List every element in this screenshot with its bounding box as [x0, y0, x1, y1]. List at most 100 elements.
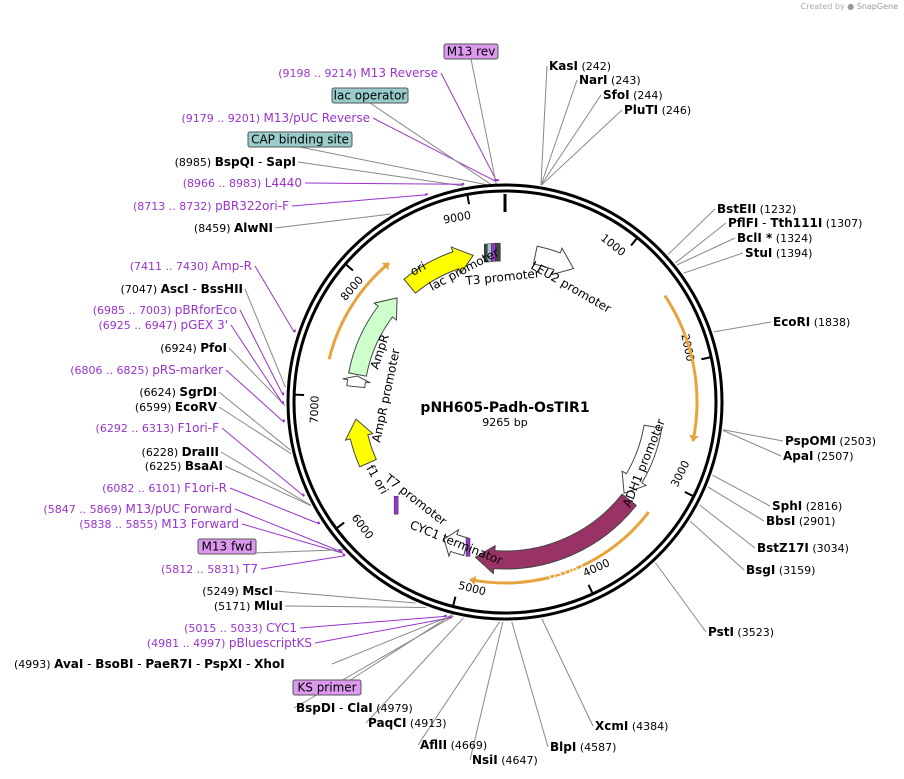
- leader-line: [254, 265, 295, 333]
- feature-label-cyc1-terminator: CYC1 terminator: [408, 518, 505, 568]
- annotation-labels: KasI (242)NarI (243)SfoI (244)PluTI (246…: [14, 43, 876, 767]
- primer-site-mark: [293, 329, 297, 333]
- tick-mark: [451, 596, 457, 607]
- restriction-site-label: StuI (1394): [745, 246, 812, 260]
- leader-line: [229, 487, 320, 525]
- boxed-label-bg: [331, 87, 409, 104]
- orf-indicator-head: [381, 262, 390, 271]
- backbone-inner-circle: [292, 189, 718, 615]
- restriction-site-label: EcoRI (1838): [773, 315, 850, 329]
- restriction-site-label: BstZ17I (3034): [757, 541, 849, 555]
- primer-label: (4981 .. 4997) pBluescriptKS: [147, 636, 312, 650]
- boxed-label-bg: [247, 131, 353, 148]
- tick-label: 7000: [308, 395, 322, 423]
- leader-line: [220, 451, 312, 506]
- restriction-site-label: (6624) SgrDI: [139, 385, 217, 399]
- primer-site-mark: [424, 192, 428, 196]
- restriction-site-label: BsgI (3159): [746, 563, 815, 577]
- primer-label: (6292 .. 6313) F1ori-F: [96, 421, 220, 435]
- restriction-site-label: (6228) DraIII: [142, 445, 219, 459]
- tick-mark: [587, 584, 594, 595]
- small-feature-block: [393, 495, 399, 515]
- primer-label: (5838 .. 5855) M13 Forward: [79, 517, 239, 531]
- primer-label: (5015 .. 5033) CYC1: [184, 621, 297, 635]
- primer-site-mark: [301, 493, 305, 497]
- tick-label: 3000: [668, 458, 692, 489]
- orf-indicator: [327, 261, 391, 360]
- primer-label: (9179 .. 9201) M13/pUC Reverse: [181, 111, 370, 125]
- orf-indicator: [663, 294, 699, 442]
- restriction-site-label: PflFI - Tth111I (1307): [728, 216, 862, 230]
- tick-mark: [344, 263, 354, 272]
- leader-line: [540, 79, 578, 186]
- boxed-label-bg: [197, 538, 257, 555]
- leader-line: [440, 72, 497, 181]
- leader-line: [228, 347, 286, 407]
- credit-brand: SnapGene: [856, 2, 898, 11]
- feature-arrow-adh1-promoter: [621, 424, 663, 494]
- restriction-site-label: KasI (242): [549, 59, 611, 73]
- leader-line: [244, 288, 286, 388]
- restriction-site-label: BlpI (4587): [550, 740, 616, 754]
- restriction-site-label: PaqCI (4913): [368, 716, 447, 730]
- leader-line: [224, 465, 312, 507]
- xhoi-site-label: (4993) AvaI - BsoBI - PaeR7I - PspXI - X…: [14, 657, 285, 671]
- leader-line: [274, 590, 416, 604]
- feature-arrows: [282, 179, 699, 619]
- backbone-ring: [286, 183, 724, 621]
- leader-line: [225, 369, 285, 423]
- restriction-site-label: (5171) MluI: [214, 599, 283, 613]
- primer-label: (6985 .. 7003) pBRforEco: [93, 303, 237, 317]
- feature-arrow-cyc1-terminator: [443, 528, 469, 558]
- primer-site-mark: [342, 553, 346, 557]
- primer-label: (7411 .. 7430) Amp-R: [130, 259, 252, 273]
- tick-mark: [335, 521, 345, 530]
- restriction-site-label: (8459) AlwNI: [194, 221, 273, 235]
- feature-label-ori: ori: [408, 259, 428, 279]
- feature-arrow-ampr-promoter: [342, 375, 371, 389]
- restriction-site-label: AflII (4669): [420, 738, 487, 752]
- leader-line: [284, 605, 427, 608]
- tick-label: 9000: [442, 209, 472, 227]
- leader-line: [291, 194, 426, 207]
- feature-arrow-f1-ori: [344, 418, 377, 468]
- leader-line: [722, 429, 782, 457]
- restriction-site-label: PstI (3523): [708, 625, 774, 639]
- leader-line: [654, 562, 707, 633]
- boxed-label: M13 fwd: [202, 540, 253, 554]
- leader-line: [234, 508, 342, 553]
- leader-line: [712, 474, 771, 507]
- leader-line: [511, 621, 549, 748]
- orf-indicator: [469, 511, 650, 585]
- leader-line: [676, 237, 736, 266]
- primer-label: (5847 .. 5869) M13/pUC Forward: [43, 502, 232, 516]
- boxed-label: KS primer: [297, 681, 356, 695]
- boxed-label: CAP binding site: [251, 133, 349, 147]
- restriction-site-label: ApaI (2507): [783, 449, 854, 463]
- primer-label: (5812 .. 5831) T7: [161, 562, 258, 576]
- leader-line: [369, 102, 492, 185]
- leader-line: [221, 427, 305, 497]
- leader-line: [241, 523, 343, 554]
- primer-site-mark: [461, 182, 465, 186]
- tick-mark: [630, 237, 639, 247]
- primer-site-mark: [443, 614, 448, 618]
- tick-label: 6000: [349, 512, 376, 542]
- leader-line: [218, 406, 292, 455]
- backbone-outer-circle: [286, 183, 724, 621]
- plasmid-length: 9265 bp: [482, 416, 527, 429]
- leader-line: [218, 391, 291, 451]
- restriction-site-label: BbsI (2901): [766, 514, 835, 528]
- leader-line: [689, 520, 745, 571]
- leader-line: [304, 182, 462, 185]
- orf-indicator-head: [689, 434, 699, 442]
- restriction-site-label: XcmI (4384): [595, 719, 668, 733]
- primer-label: (9198 .. 9214) M13 Reverse: [278, 66, 438, 80]
- boxed-label: lac operator: [334, 89, 407, 103]
- restriction-site-label: (5249) MscI: [202, 584, 273, 598]
- leader-line: [707, 486, 765, 522]
- leader-line: [260, 555, 345, 570]
- leader-line: [540, 65, 548, 185]
- leader-line: [699, 504, 756, 549]
- restriction-site-label: NsiI (4647): [472, 753, 538, 767]
